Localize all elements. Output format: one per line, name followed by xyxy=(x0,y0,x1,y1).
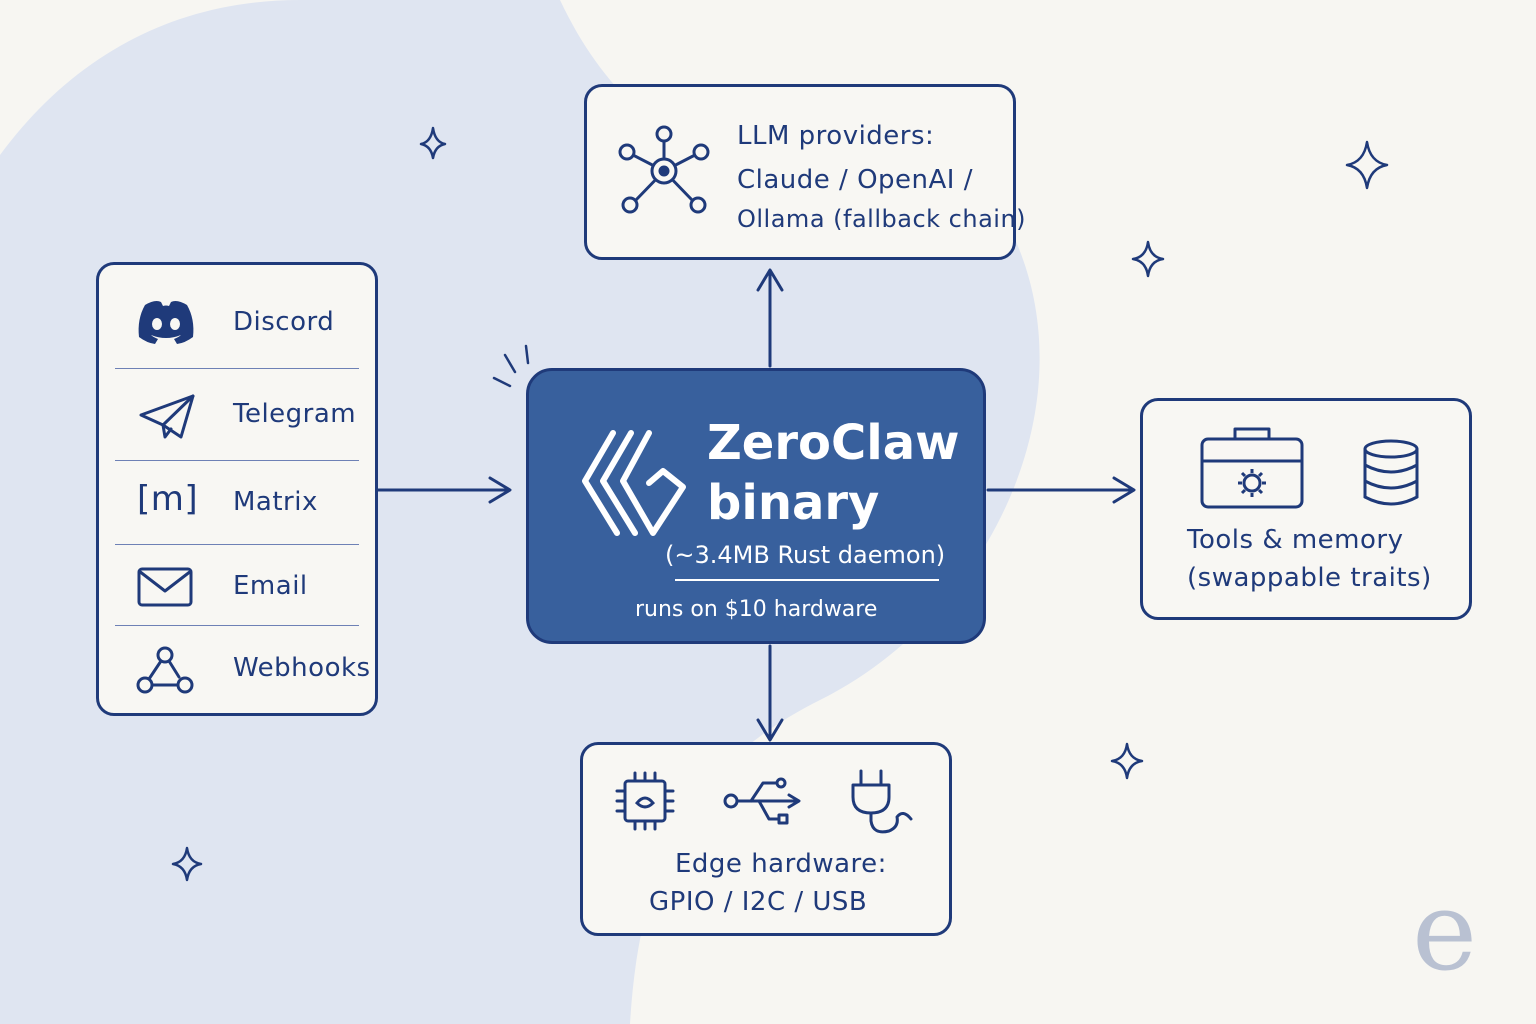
tools-line-1: Tools & memory xyxy=(1187,525,1404,555)
channel-label-webhooks: Webhooks xyxy=(233,653,371,683)
llm-line-3: Ollama (fallback chain) xyxy=(737,205,1027,233)
discord-icon xyxy=(138,301,194,344)
sparkle-icon xyxy=(1110,742,1144,780)
plug-icon xyxy=(851,769,913,834)
toolbox-icon xyxy=(1200,427,1304,509)
core-subtitle: (~3.4MB Rust daemon) xyxy=(665,541,946,569)
zeroclaw-logo-icon xyxy=(582,430,686,536)
llm-line-2: Claude / OpenAI / xyxy=(737,165,973,195)
zeroclaw-core-box: ZeroClaw binary (~3.4MB Rust daemon) run… xyxy=(526,368,986,644)
core-tagline: runs on $10 hardware xyxy=(635,597,878,622)
llm-providers-box: LLM providers: Claude / OpenAI / Ollama … xyxy=(584,84,1026,260)
database-icon xyxy=(1363,439,1419,506)
tools-line-2: (swappable traits) xyxy=(1187,563,1432,593)
core-title-line-1: ZeroClaw xyxy=(707,415,960,471)
sparkle-icon xyxy=(419,126,447,160)
core-title-line-2: binary xyxy=(707,475,880,531)
webhooks-icon xyxy=(136,646,194,694)
channel-label-email: Email xyxy=(233,571,308,601)
edge-hardware-box: Edge hardware: GPIO / I2C / USB xyxy=(580,742,952,936)
channels-box: Discord Telegram [m] Matrix Email Webhoo… xyxy=(96,262,378,716)
matrix-icon: [m] xyxy=(137,479,199,519)
arrow-core-to-llm xyxy=(756,268,784,368)
emphasis-strokes xyxy=(492,344,530,388)
channel-divider xyxy=(115,460,359,461)
channel-divider xyxy=(115,544,359,545)
sparkle-icon xyxy=(1345,140,1389,190)
network-hub-icon xyxy=(618,125,710,214)
channel-label-discord: Discord xyxy=(233,307,335,337)
sparkle-icon xyxy=(171,846,203,882)
sparkle-icon xyxy=(1131,240,1165,278)
llm-line-1: LLM providers: xyxy=(737,121,935,151)
chip-icon xyxy=(615,771,675,831)
usb-icon xyxy=(723,777,801,825)
tools-memory-box: Tools & memory (swappable traits) xyxy=(1140,398,1472,620)
channel-label-matrix: Matrix xyxy=(233,487,318,517)
channel-divider xyxy=(115,625,359,626)
core-underline xyxy=(675,579,939,581)
edge-line-1: Edge hardware: xyxy=(675,849,887,879)
arrow-core-to-tools xyxy=(986,476,1136,504)
email-icon xyxy=(137,567,193,607)
channel-label-telegram: Telegram xyxy=(233,399,357,429)
arrow-channels-to-core xyxy=(376,476,512,504)
channel-divider xyxy=(115,368,359,369)
arrow-core-to-edge xyxy=(756,644,784,742)
watermark-logo: e xyxy=(1412,867,1478,995)
telegram-icon xyxy=(139,394,195,439)
edge-line-2: GPIO / I2C / USB xyxy=(649,887,868,917)
